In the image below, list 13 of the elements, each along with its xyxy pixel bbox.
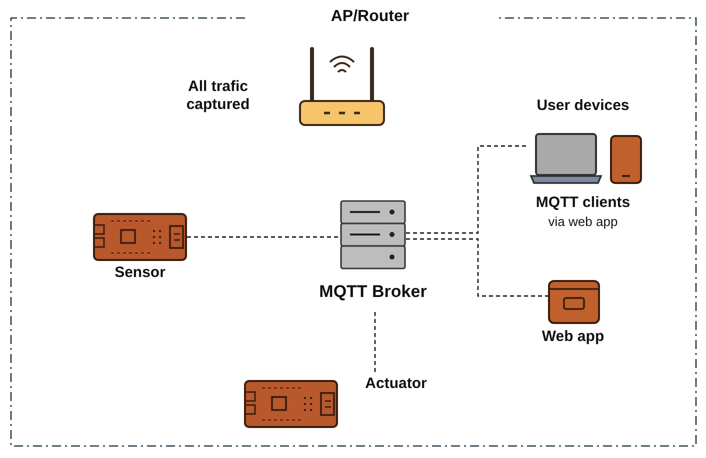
device-caption: Web app — [540, 328, 606, 346]
dashed-connector — [406, 145, 528, 234]
device-caption: User devices — [536, 97, 630, 115]
device-caption: Sensor — [114, 264, 166, 282]
device-caption: MQTT clients — [534, 194, 632, 212]
caption-note: via web app — [547, 214, 619, 230]
dashed-connector — [406, 238, 548, 297]
dashed-connector — [374, 312, 376, 372]
frame-title: AP/Router — [330, 7, 410, 26]
device-caption: All trafic captured — [185, 78, 251, 114]
device-caption: Actuator — [364, 375, 428, 393]
dashed-connector — [187, 236, 340, 238]
device-caption: MQTT Broker — [318, 282, 428, 302]
